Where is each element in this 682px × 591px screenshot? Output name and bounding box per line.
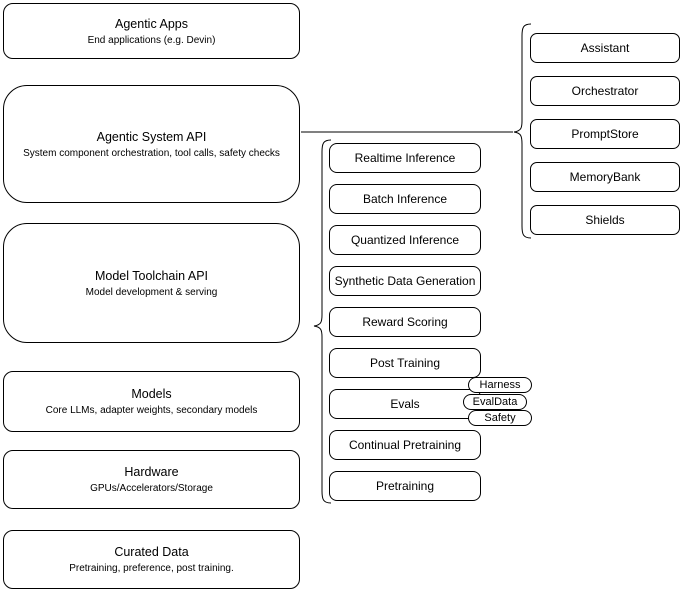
agentic-apps-subtitle: End applications (e.g. Devin) (87, 34, 216, 46)
hardware-subtitle: GPUs/Accelerators/Storage (90, 483, 213, 494)
agentic-system-api-subtitle: System component orchestration, tool cal… (23, 147, 280, 159)
continual-pretraining-label: Continual Pretraining (348, 438, 462, 452)
reward-scoring-box: Reward Scoring (329, 307, 481, 337)
synthetic-data-generation-label: Synthetic Data Generation (334, 274, 476, 288)
shields-box: Shields (530, 205, 680, 235)
models-title: Models (131, 387, 172, 401)
memorybank-box: MemoryBank (530, 162, 680, 192)
agentic-apps-box: Agentic Apps End applications (e.g. Devi… (3, 3, 300, 59)
agentic-system-api-title: Agentic System API (96, 129, 207, 144)
model-toolchain-api-box: Model Toolchain API Model development & … (3, 223, 300, 343)
post-training-label: Post Training (369, 356, 441, 370)
orchestrator-label: Orchestrator (571, 84, 639, 98)
model-toolchain-api-title: Model Toolchain API (94, 268, 209, 283)
promptstore-label: PromptStore (571, 127, 639, 141)
assistant-box: Assistant (530, 33, 680, 63)
harness-pill: Harness (468, 377, 532, 393)
harness-label: Harness (479, 379, 521, 391)
evaldata-pill: EvalData (463, 394, 527, 410)
agentic-system-api-box: Agentic System API System component orch… (3, 85, 300, 203)
promptstore-box: PromptStore (530, 119, 680, 149)
pretraining-label: Pretraining (375, 479, 435, 493)
batch-inference-box: Batch Inference (329, 184, 481, 214)
curated-data-subtitle: Pretraining, preference, post training. (69, 563, 234, 574)
evals-label: Evals (390, 397, 420, 411)
curated-data-title: Curated Data (114, 545, 189, 559)
hardware-title: Hardware (124, 465, 179, 479)
quantized-inference-label: Quantized Inference (350, 233, 460, 247)
evals-box: Evals (329, 389, 481, 419)
components-brace (513, 23, 532, 239)
quantized-inference-box: Quantized Inference (329, 225, 481, 255)
orchestrator-box: Orchestrator (530, 76, 680, 106)
memorybank-label: MemoryBank (569, 170, 641, 184)
realtime-inference-box: Realtime Inference (329, 143, 481, 173)
safety-label: Safety (484, 412, 516, 424)
safety-pill: Safety (468, 410, 532, 426)
realtime-inference-label: Realtime Inference (354, 151, 456, 165)
model-toolchain-api-subtitle: Model development & serving (85, 286, 218, 298)
agentic-apps-title: Agentic Apps (115, 16, 188, 31)
pretraining-box: Pretraining (329, 471, 481, 501)
models-subtitle: Core LLMs, adapter weights, secondary mo… (45, 405, 258, 416)
post-training-box: Post Training (329, 348, 481, 378)
evaldata-label: EvalData (472, 396, 518, 408)
batch-inference-label: Batch Inference (362, 192, 448, 206)
curated-data-box: Curated Data Pretraining, preference, po… (3, 530, 300, 589)
synthetic-data-generation-box: Synthetic Data Generation (329, 266, 481, 296)
assistant-label: Assistant (580, 41, 630, 55)
shields-label: Shields (585, 213, 625, 227)
reward-scoring-label: Reward Scoring (362, 315, 448, 329)
models-box: Models Core LLMs, adapter weights, secon… (3, 371, 300, 432)
continual-pretraining-box: Continual Pretraining (329, 430, 481, 460)
hardware-box: Hardware GPUs/Accelerators/Storage (3, 450, 300, 509)
